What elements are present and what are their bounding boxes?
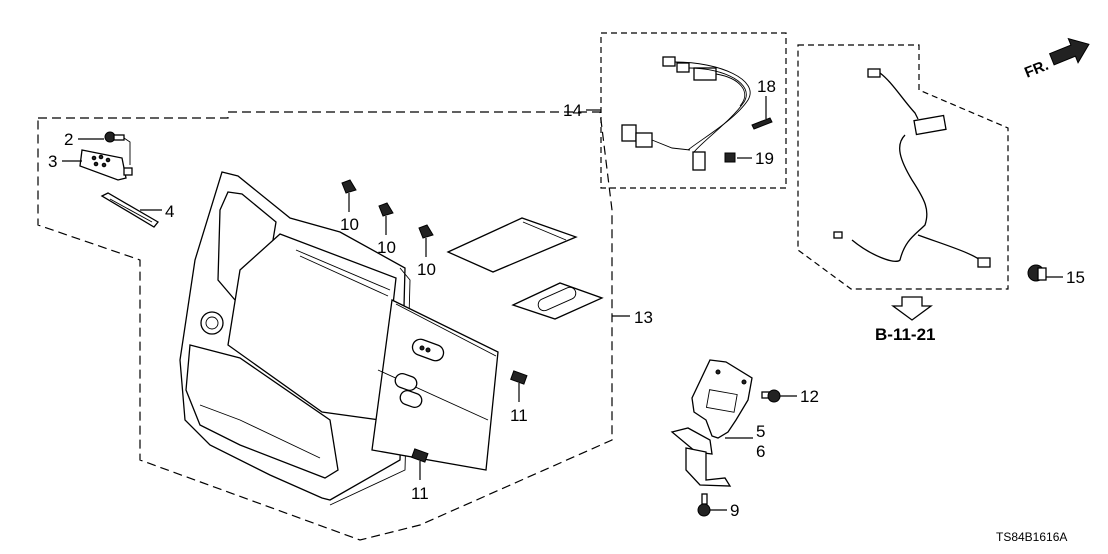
part-11-clip-a[interactable] xyxy=(510,370,528,385)
callout-19: 19 xyxy=(755,149,774,168)
part-15-clip[interactable] xyxy=(1027,264,1047,282)
callout-14: 14 xyxy=(563,101,582,120)
leader-2b xyxy=(123,137,131,165)
callout-13: 13 xyxy=(634,308,653,327)
part-10-clip-b[interactable] xyxy=(378,202,394,217)
callout-10c: 10 xyxy=(417,260,436,279)
callout-11b: 11 xyxy=(411,484,429,503)
reference-link-b-11-21[interactable]: B-11-21 xyxy=(875,325,935,344)
callout-2: 2 xyxy=(64,130,73,149)
part-2-screw[interactable] xyxy=(104,131,125,143)
part-10-clip-c[interactable] xyxy=(418,224,434,239)
part-14-harness[interactable] xyxy=(621,56,751,171)
callout-12: 12 xyxy=(800,387,819,406)
part-9-bolt[interactable] xyxy=(697,493,711,517)
part-13-pad-large[interactable] xyxy=(446,217,578,273)
callout-18: 18 xyxy=(757,77,776,96)
part-wire-harness[interactable] xyxy=(833,68,991,268)
callout-5: 5 xyxy=(756,422,765,441)
part-10-clip-a[interactable] xyxy=(341,179,357,194)
part-center-panel[interactable] xyxy=(179,171,411,506)
callout-10a: 10 xyxy=(340,215,359,234)
fr-label: FR. xyxy=(1022,57,1051,82)
fr-arrow-icon xyxy=(1048,37,1090,66)
diagram-code: TS84B1616A xyxy=(996,530,1067,544)
group-boundary-harness xyxy=(797,44,1009,290)
part-12-bolt[interactable] xyxy=(761,389,781,403)
callout-6: 6 xyxy=(756,442,765,461)
part-18-pin[interactable] xyxy=(751,117,773,130)
group-boundary-14 xyxy=(600,32,787,189)
callout-9: 9 xyxy=(730,501,739,520)
part-3-bracket[interactable] xyxy=(79,149,133,181)
callout-4: 4 xyxy=(165,202,174,221)
front-direction-indicator: FR. xyxy=(1022,37,1090,82)
part-11-clip-b[interactable] xyxy=(411,448,429,463)
part-13-pad-small[interactable] xyxy=(511,282,604,320)
part-4-strip[interactable] xyxy=(100,192,159,228)
callout-15: 15 xyxy=(1066,268,1085,287)
reference-arrow-icon xyxy=(891,296,933,321)
callout-3: 3 xyxy=(48,152,57,171)
part-audio-unit[interactable] xyxy=(371,299,499,471)
group-boundary-13 xyxy=(37,111,613,541)
callout-10b: 10 xyxy=(377,238,396,257)
part-19-clip[interactable] xyxy=(724,152,736,163)
part-5-6-bracket[interactable] xyxy=(670,359,753,487)
callout-11a: 11 xyxy=(510,406,528,425)
